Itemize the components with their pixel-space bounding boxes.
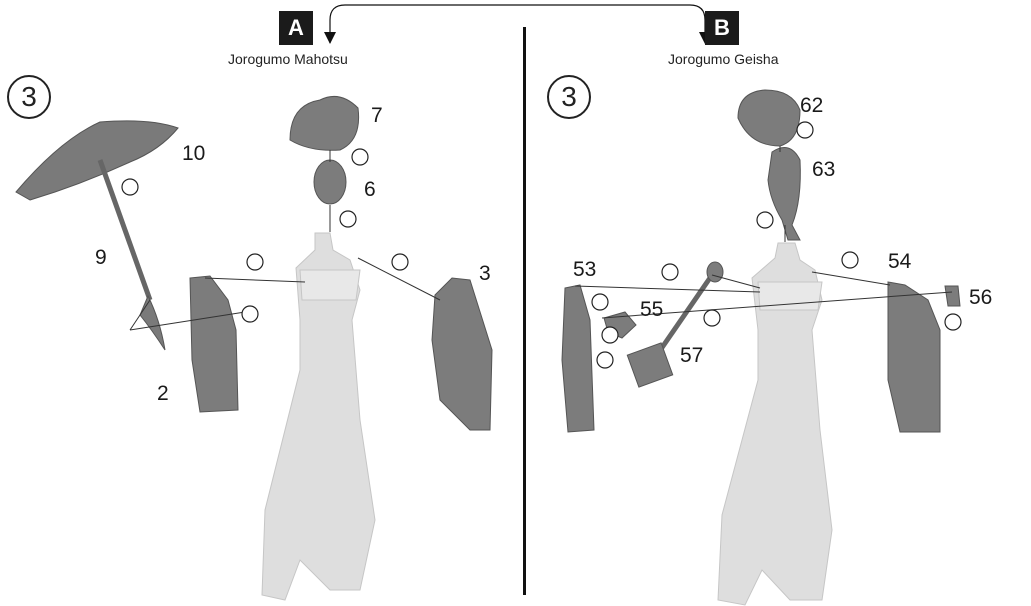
part-label-54: 54 [888, 250, 911, 274]
step-number-left: 3 [7, 75, 51, 119]
part-label-53: 53 [573, 258, 596, 282]
variant-divider [523, 27, 526, 595]
body-mahotsu [262, 233, 375, 600]
part-label-7: 7 [371, 104, 383, 128]
part-label-55: 55 [640, 298, 663, 322]
part-label-3: 3 [479, 262, 491, 286]
leader-lines-left [130, 150, 440, 330]
part-label-6: 6 [364, 178, 376, 202]
variant-a-name: Jorogumo Mahotsu [228, 51, 348, 67]
variant-a-badge: A [279, 11, 313, 45]
sleeve-part-54 [888, 282, 940, 432]
sleeve-part-2 [190, 276, 238, 412]
part-label-10: 10 [182, 142, 205, 166]
head-part-63 [768, 148, 800, 241]
variant-b-badge: B [705, 11, 739, 45]
part-label-63: 63 [812, 158, 835, 182]
variant-b-name: Jorogumo Geisha [668, 51, 779, 67]
sleeve-part-53 [562, 285, 594, 432]
step-number-right: 3 [547, 75, 591, 119]
hand-part-56 [945, 286, 960, 306]
part-label-57: 57 [680, 344, 703, 368]
sleeve-part-3 [432, 278, 492, 430]
hair-part-7 [290, 96, 359, 150]
arrow-head-left [324, 32, 336, 44]
body-geisha [718, 243, 832, 605]
variant-switch-arrow [330, 5, 705, 43]
part-label-9: 9 [95, 246, 107, 270]
part-label-62: 62 [800, 94, 823, 118]
part-label-2: 2 [157, 382, 169, 406]
head-part-6 [314, 160, 346, 204]
part-label-56: 56 [969, 286, 992, 310]
parasol-part [16, 121, 178, 350]
hair-part-62 [738, 90, 800, 146]
